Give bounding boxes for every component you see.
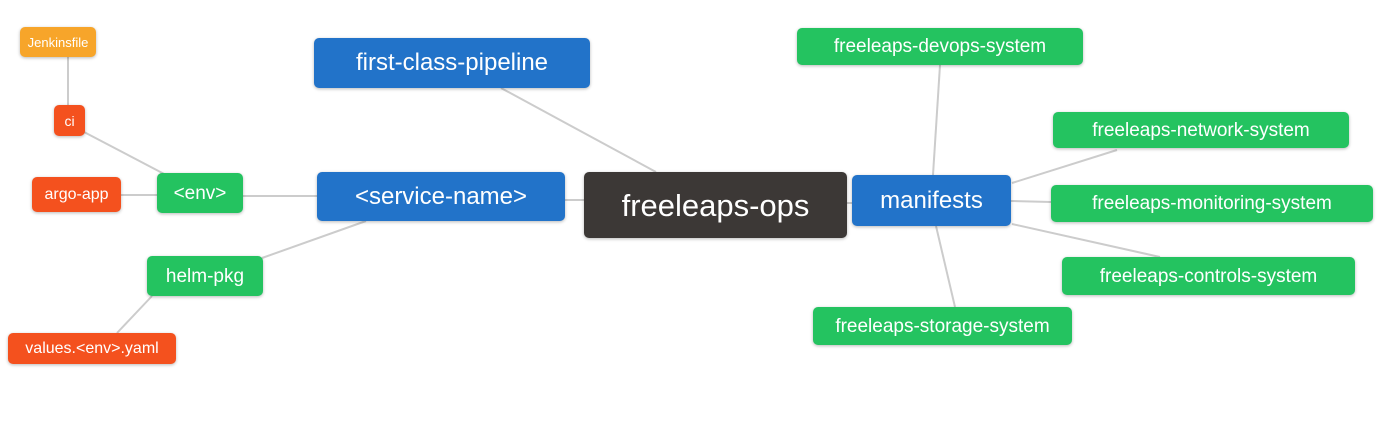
edge-manifests-controls <box>1011 223 1161 258</box>
node-freeleaps-monitoring-system[interactable]: freeleaps-monitoring-system <box>1051 185 1373 222</box>
edge-servicename-helmpkg <box>261 220 367 259</box>
edge-manifests-monitoring <box>1010 200 1052 203</box>
node-first-class-pipeline[interactable]: first-class-pipeline <box>314 38 590 88</box>
edge-manifests-storage <box>935 225 956 308</box>
node-freeleaps-devops-system[interactable]: freeleaps-devops-system <box>797 28 1083 65</box>
edge-manifests-devops <box>932 64 941 176</box>
node-freeleaps-storage-system[interactable]: freeleaps-storage-system <box>813 307 1072 345</box>
node-values-env-yaml[interactable]: values.<env>.yaml <box>8 333 176 364</box>
node-freeleaps-controls-system[interactable]: freeleaps-controls-system <box>1062 257 1355 295</box>
node-argo-app[interactable]: argo-app <box>32 177 121 212</box>
edge-firstclasspipeline-ops <box>500 87 657 173</box>
edge-helmpkg-valuesyaml <box>116 295 153 334</box>
node-helm-pkg[interactable]: helm-pkg <box>147 256 263 296</box>
node-service-name[interactable]: <service-name> <box>317 172 565 221</box>
node-jenkinsfile[interactable]: Jenkinsfile <box>20 27 96 57</box>
edge-ci-env <box>83 131 169 177</box>
node-freeleaps-network-system[interactable]: freeleaps-network-system <box>1053 112 1349 148</box>
node-freeleaps-ops[interactable]: freeleaps-ops <box>584 172 847 238</box>
node-ci[interactable]: ci <box>54 105 85 136</box>
node-manifests[interactable]: manifests <box>852 175 1011 226</box>
edge-manifests-network <box>1011 149 1118 184</box>
node-env[interactable]: <env> <box>157 173 243 213</box>
